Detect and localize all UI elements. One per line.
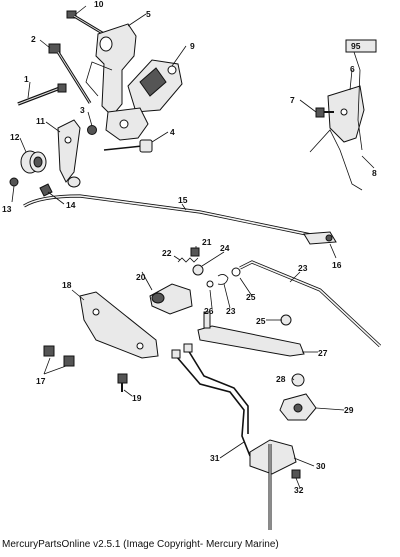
callout-5: 5 [146,9,151,19]
part-30-bracket[interactable] [249,439,297,530]
callout-3: 3 [80,105,85,115]
part-5-bracket[interactable] [85,23,137,117]
part-8-spring[interactable] [351,45,363,151]
callout-2: 2 [31,34,36,44]
callout-9: 9 [190,41,195,51]
callout-16: 16 [332,260,342,270]
part-throttle-housing[interactable] [105,107,149,141]
part-16-rod-end[interactable] [303,231,337,245]
part-25-nut-mid[interactable] [280,314,292,326]
part-3-bushing[interactable] [87,125,97,135]
part-26-washer-b[interactable] [231,267,241,277]
part-23-rod[interactable] [239,260,382,348]
callout-21: 21 [202,237,212,247]
part-26-washer-a[interactable] [206,280,214,288]
callout-7: 7 [290,95,295,105]
part-31-harness[interactable] [171,343,251,457]
callout-1: 1 [24,74,29,84]
part-13-nut[interactable] [9,177,19,187]
callout-19: 19 [132,393,142,403]
part-20-bracket[interactable] [149,283,193,315]
callout-4: 4 [170,127,175,137]
part-29-switch[interactable] [279,393,317,421]
part-24-clip[interactable] [217,274,229,285]
callout-14: 14 [66,200,76,210]
callout-30: 30 [316,461,326,471]
callout-23: 23 [298,263,308,273]
callout-32: 32 [294,485,304,495]
callout-15: 15 [178,195,188,205]
part-4-bolt[interactable] [103,139,153,153]
callout-10: 10 [94,0,104,9]
part-14-link[interactable] [39,176,81,197]
copyright-footer: MercuryPartsOnline v2.5.1 (Image Copyrig… [2,539,279,550]
callout-27: 27 [318,348,328,358]
part-25-nut-top[interactable] [192,264,204,276]
part-12-pulley[interactable] [20,150,47,174]
part-9-housing[interactable] [127,59,183,113]
part-95-sealant[interactable]: 95 [345,39,377,53]
part-1-bolt[interactable] [17,83,67,106]
callout-13: 13 [2,204,12,214]
callout-6: 6 [350,64,355,74]
part-21-screw[interactable] [190,247,200,257]
part-27-link-arm[interactable] [197,311,305,357]
callout-25-top: 24 [220,243,230,253]
label-95: 95 [351,41,361,51]
callout-31: 31 [210,453,220,463]
callout-12: 12 [10,132,20,142]
callout-26-left: 26 [204,306,214,316]
part-17-bolts[interactable] [43,345,75,367]
callout-11: 11 [36,116,45,126]
callout-24: 23 [226,306,236,316]
callout-28: 28 [276,374,286,384]
part-7-screw[interactable] [315,107,334,118]
leader-lines [11,5,375,489]
callout-22: 22 [162,248,172,258]
part-18-plate[interactable] [79,291,159,359]
part-32-screw[interactable] [291,469,301,479]
callout-numbers: 10 5 2 9 1 3 4 11 12 13 14 15 16 6 7 8 2… [2,0,377,495]
part-2-bolt[interactable] [48,43,92,104]
callout-17: 17 [36,376,46,386]
callout-18: 18 [62,280,72,290]
part-22-spring[interactable] [177,257,199,263]
callout-26-right: 25 [246,292,256,302]
callout-25-mid: 25 [256,316,266,326]
part-19-screw[interactable] [117,373,128,392]
part-10-bolt[interactable] [66,10,105,36]
part-6-bracket[interactable] [309,85,365,191]
part-28-nut[interactable] [291,373,305,387]
callout-29: 29 [344,405,354,415]
callout-20: 20 [136,272,146,282]
callout-8: 8 [372,168,377,178]
part-15-rod[interactable] [23,194,317,238]
part-11-lever-arm[interactable] [57,119,81,183]
